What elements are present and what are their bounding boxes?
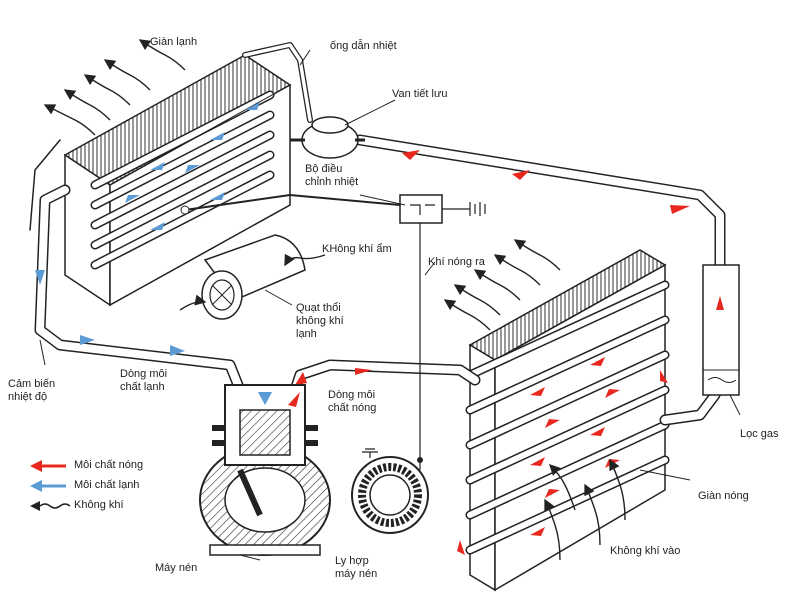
label-hot-air-out: Khí nóng ra xyxy=(428,256,485,268)
label-air-in: Không khí vào xyxy=(610,545,681,557)
wavy-arrow-icon xyxy=(30,501,71,511)
label-hot-refrigerant-flow: Dòng môi chất nóng xyxy=(328,389,377,414)
legend-air-label: Không khí xyxy=(74,499,124,511)
label-evaporator: Giàn lạnh xyxy=(150,36,198,48)
legend-icons xyxy=(30,460,71,511)
label-thermostat: Bộ điều chỉnh nhiệt xyxy=(305,163,359,188)
label-expansion-valve: Van tiết lưu xyxy=(392,88,448,100)
air-flow-arrows xyxy=(43,39,626,561)
legend-cold-label: Môi chất lạnh xyxy=(74,479,140,491)
label-heat-pipe: ống dẫn nhiệt xyxy=(330,40,397,52)
expansion-valve xyxy=(290,116,365,159)
label-cold-refrigerant-flow: Dòng môi chất lạnh xyxy=(120,368,168,393)
gas-filter xyxy=(702,264,740,396)
blower-fan xyxy=(201,234,306,320)
label-condenser: Giàn nóng xyxy=(698,490,749,502)
leader-lines xyxy=(39,49,741,561)
label-temp-sensor: Cảm biến nhiệt độ xyxy=(8,378,56,403)
red-arrow-icon xyxy=(30,460,66,472)
label-gas-filter: Lọc gas xyxy=(740,428,779,440)
condenser xyxy=(457,249,670,592)
blue-arrow-icon xyxy=(30,480,66,492)
label-compressor: Máy nén xyxy=(155,562,198,574)
legend-hot-label: Môi chất nóng xyxy=(74,459,144,471)
compressor-clutch xyxy=(351,448,429,534)
thermostat xyxy=(180,193,486,460)
label-compressor-clutch: Ly hợp máy nén xyxy=(335,555,378,580)
label-blower-fan: Quạt thổi không khí lạnh xyxy=(296,302,344,340)
evaporator xyxy=(63,54,292,307)
compressor xyxy=(199,384,331,556)
label-humid-air: KHông khí ẩm xyxy=(322,243,392,255)
